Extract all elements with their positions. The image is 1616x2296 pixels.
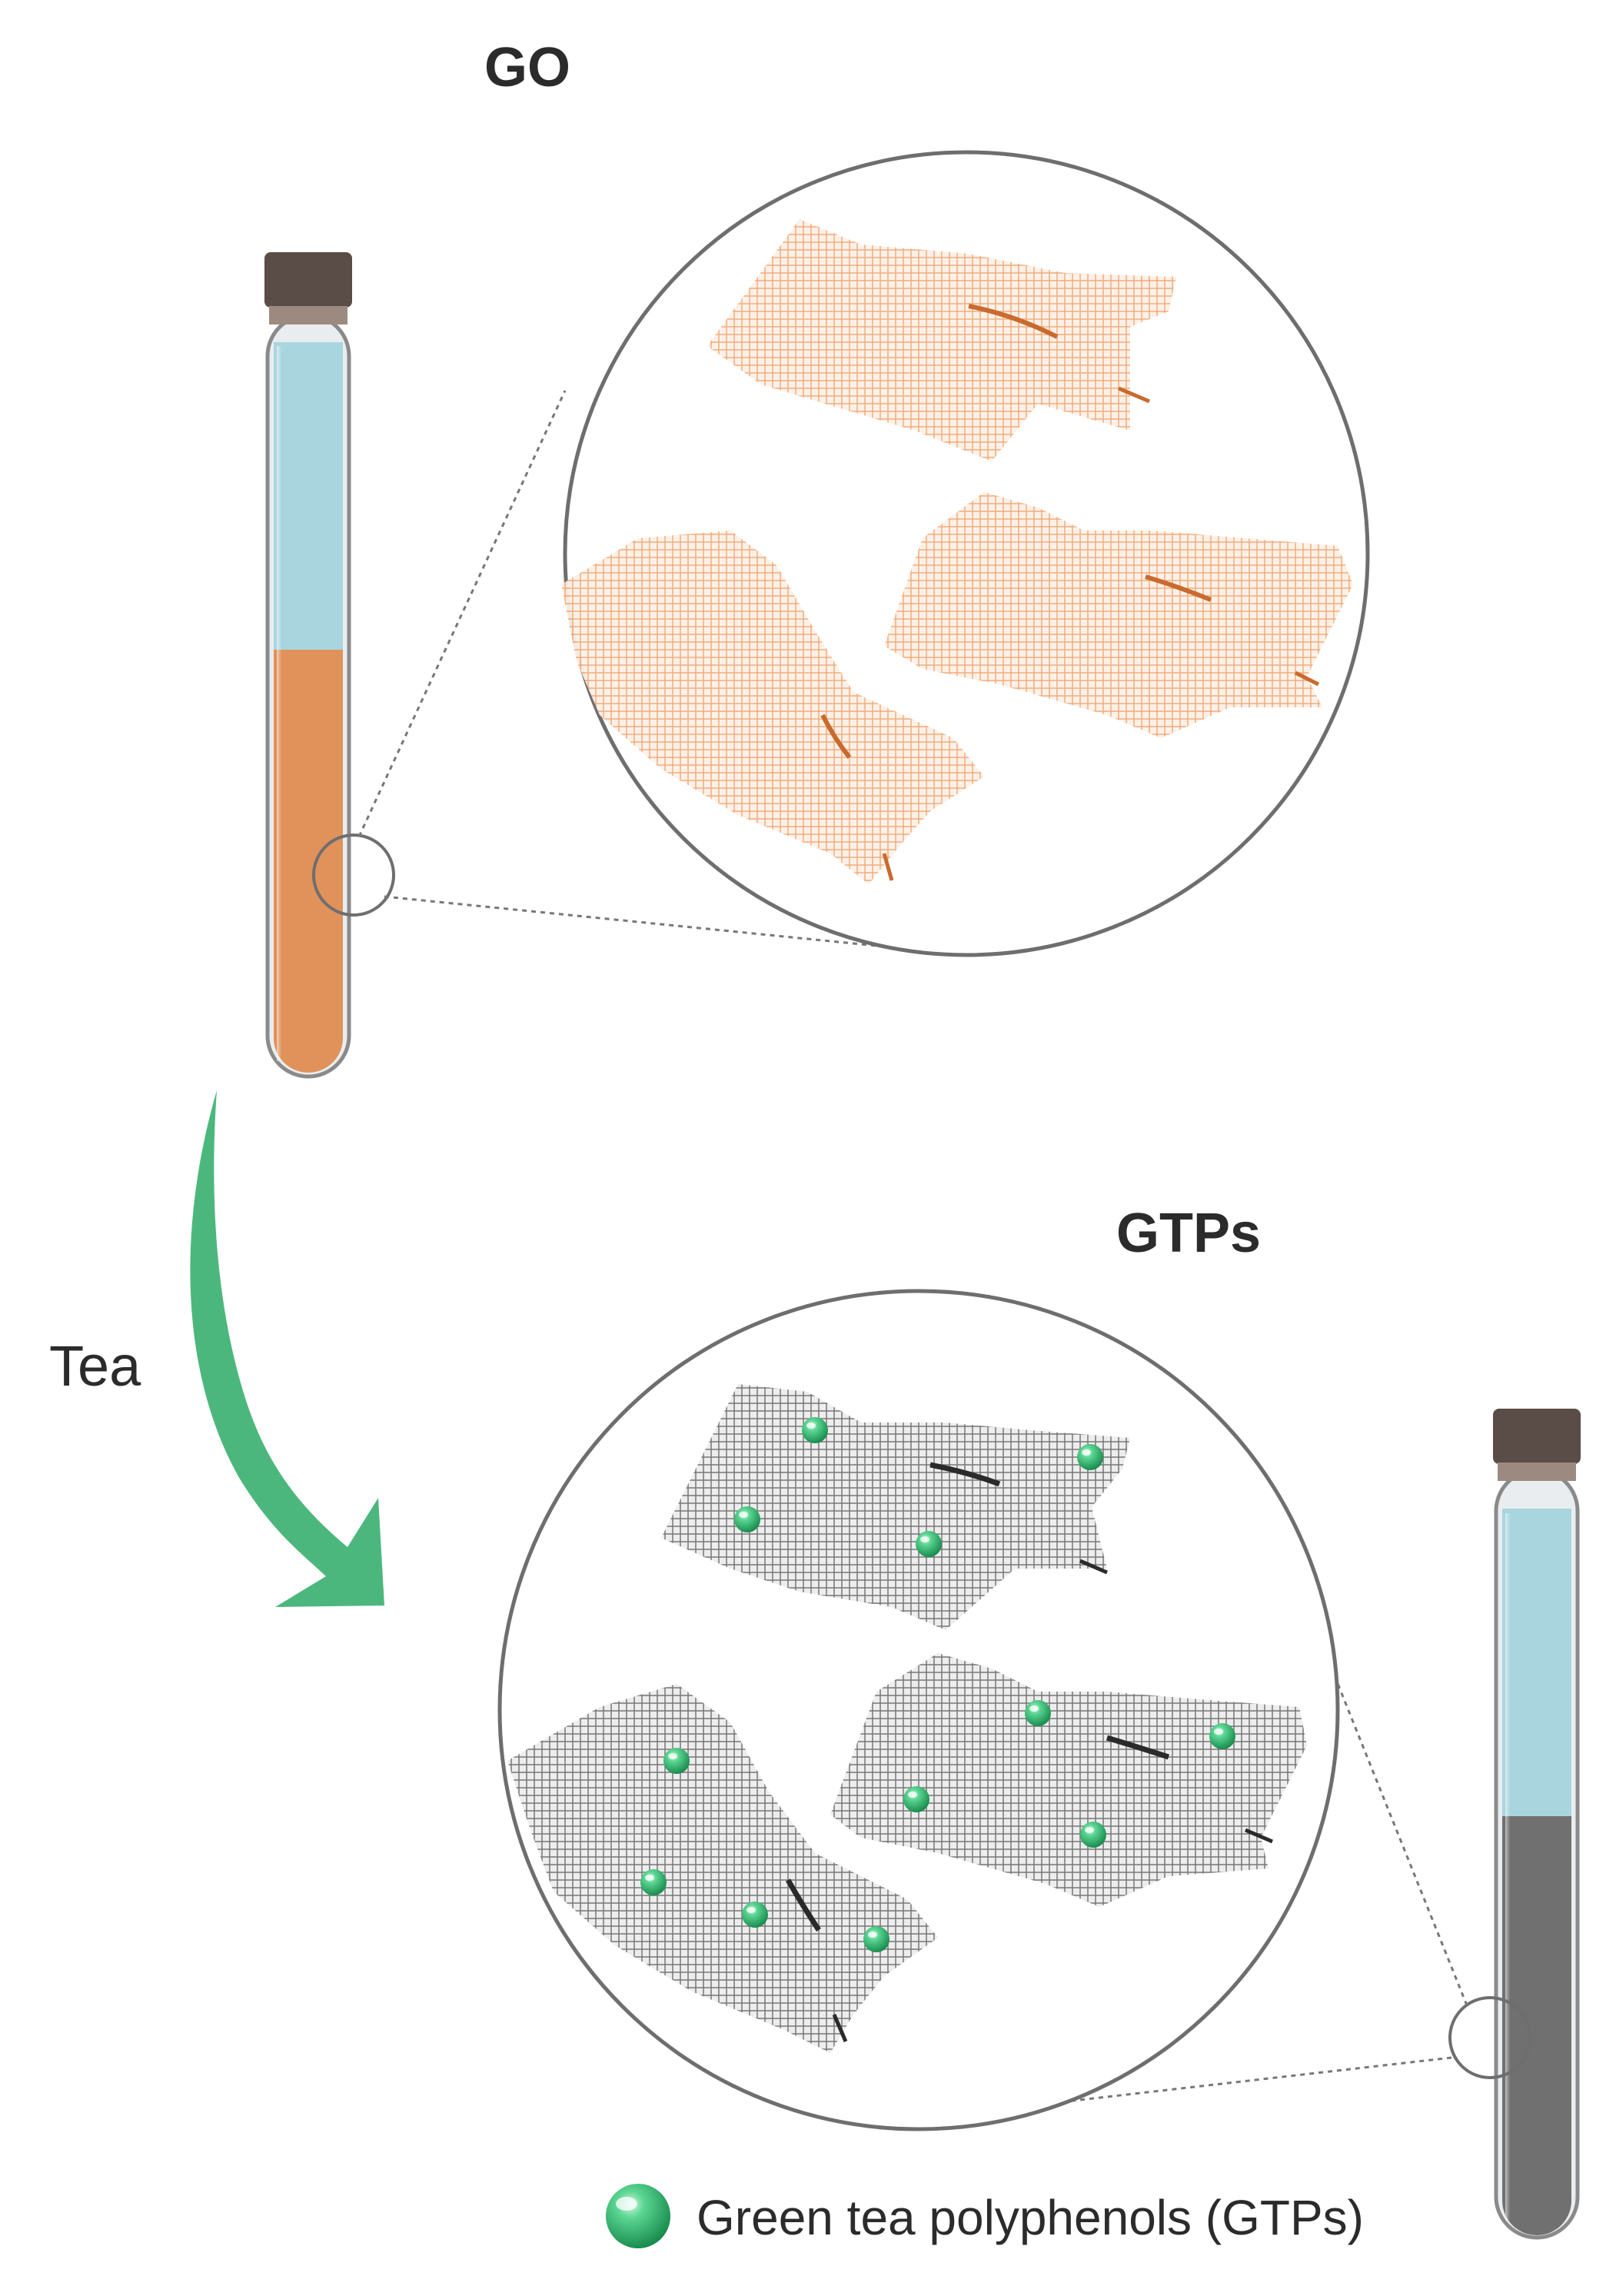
go-test-tube xyxy=(264,252,352,1079)
polyphenol-sphere-highlight xyxy=(868,1932,877,1938)
polyphenol-sphere-highlight xyxy=(1214,1729,1223,1735)
go-title: GO xyxy=(484,37,570,98)
polyphenol-sphere-highlight xyxy=(1029,1705,1039,1712)
polyphenol-sphere-highlight xyxy=(1082,1449,1091,1456)
polyphenol-sphere xyxy=(734,1506,760,1532)
legend-text: Green tea polyphenols (GTPs) xyxy=(697,2190,1364,2245)
legend: Green tea polyphenols (GTPs) xyxy=(606,2184,1364,2248)
polyphenol-sphere xyxy=(742,1902,768,1928)
green-sphere-icon xyxy=(606,2184,670,2248)
gtp-sheet-1 xyxy=(661,1384,1130,1630)
polyphenol-sphere xyxy=(903,1786,929,1812)
gtp-graphene-sheets xyxy=(507,1384,1307,2053)
gtp-sheet-2 xyxy=(507,1684,938,2053)
go-liquid xyxy=(274,650,343,1073)
polyphenol-sphere-highlight xyxy=(739,1512,748,1518)
go-graphene-sheets xyxy=(561,219,1353,884)
go-cap xyxy=(264,252,352,308)
gtp-sheet-3 xyxy=(830,1653,1307,1907)
polyphenol-sphere-highlight xyxy=(806,1423,816,1429)
polyphenol-sphere xyxy=(1080,1822,1106,1848)
polyphenol-sphere xyxy=(640,1869,667,1895)
tea-arrow xyxy=(190,1090,384,1607)
polyphenol-sphere xyxy=(916,1531,942,1557)
go-sheet-3 xyxy=(884,492,1353,738)
polyphenol-sphere-highlight xyxy=(645,1875,654,1881)
polyphenol-sphere xyxy=(802,1417,828,1443)
polyphenol-sphere xyxy=(863,1926,889,1952)
tea-label: Tea xyxy=(49,1334,141,1398)
gtp-test-tube xyxy=(1493,1409,1581,2240)
go-sheet-2 xyxy=(561,531,984,884)
polyphenol-sphere xyxy=(1077,1444,1103,1470)
gtp-liquid xyxy=(1502,1816,1571,2235)
polyphenol-sphere-highlight xyxy=(908,1792,917,1798)
polyphenol-sphere-highlight xyxy=(1085,1827,1094,1833)
polyphenol-sphere xyxy=(1025,1700,1051,1726)
go-sheet-1 xyxy=(707,219,1176,461)
polyphenol-sphere xyxy=(663,1748,690,1774)
gtps-title: GTPs xyxy=(1116,1203,1261,1264)
polyphenol-spheres xyxy=(640,1417,1235,1952)
polyphenol-sphere-highlight xyxy=(668,1753,677,1759)
polyphenol-sphere xyxy=(1209,1723,1235,1749)
polyphenol-sphere-highlight xyxy=(746,1907,756,1913)
polyphenol-sphere-highlight xyxy=(920,1536,929,1542)
gtp-cap xyxy=(1493,1409,1581,1464)
